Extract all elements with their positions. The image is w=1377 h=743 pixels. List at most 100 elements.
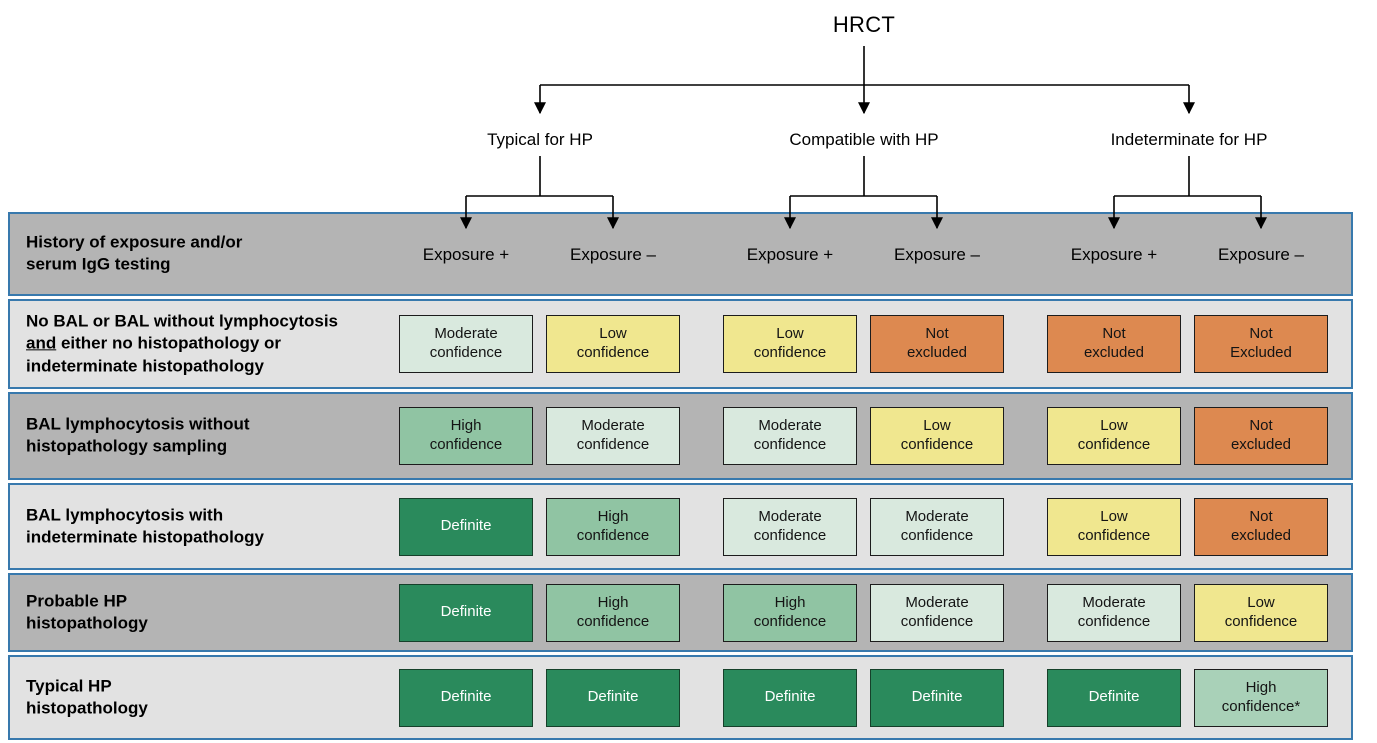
cell-text: confidence [753,526,827,544]
column-header: Exposure + [1070,245,1158,264]
cell-text: confidence [1224,612,1298,630]
column-header: Exposure + [746,245,834,264]
cell-text: Moderate [581,417,645,435]
cell-text: High [450,417,482,435]
column-header: Exposure – [1218,245,1304,264]
cell-text: confidence [900,612,974,630]
row-label: No BAL or BAL without lymphocytosis and … [26,310,371,377]
cell-text: confidence [753,344,827,361]
row-label: Typical HP histopathology [26,676,148,718]
cell-text: Definite [587,688,639,706]
branch-label-compatible: Compatible with HP [789,130,939,149]
cell-text: Not [1249,325,1273,343]
cell-text: Definite [1088,688,1140,706]
corner-header: History of exposure and/or serum IgG tes… [26,232,243,274]
cell-text: Not [1249,507,1273,525]
cell-text: Excluded [1230,344,1292,361]
hrct-root-label: HRCT [832,12,896,37]
cell-text: confidence [576,344,650,361]
flow-connectors [460,46,1267,230]
cell-text: Moderate [1082,593,1146,611]
branch-label-typical: Typical for HP [487,130,593,149]
table-row: BAL lymphocytosis without histopathology… [8,392,1353,480]
cell-text: Definite [440,688,492,706]
row-label-text: No BAL or BAL without lymphocytosis [26,311,338,331]
cell-text: confidence [576,526,650,544]
cell-text: Low [776,325,804,343]
cell-text: excluded [1230,436,1292,453]
cell-text: confidence [576,436,650,453]
table-header-row: History of exposure and/or serum IgG tes… [8,212,1353,296]
row-label: BAL lymphocytosis without histopathology… [26,414,250,456]
cell-text: confidence [576,612,650,630]
cell-text: Low [599,325,627,343]
table-row: No BAL or BAL without lymphocytosis and … [8,299,1353,389]
confidence-cell: Definite [870,668,1004,727]
cell-text: confidence* [1221,697,1301,715]
confidence-cell: Definite [399,497,533,556]
cell-text: confidence [1077,612,1151,630]
cell-text: confidence [753,612,827,630]
cell-text: Moderate [758,417,822,435]
branch-label-indeterminate: Indeterminate for HP [1110,130,1268,149]
cell-text: Moderate [434,325,498,343]
column-header: Exposure – [570,245,656,264]
cell-text: confidence [900,436,974,453]
cell-text: Definite [440,517,492,535]
confidence-cell: Definite [399,583,533,642]
cell-text: Low [1247,593,1275,611]
column-header: Exposure – [894,245,980,264]
cell-text: Definite [440,603,492,621]
row-label: Probable HP histopathology [26,591,148,633]
cell-text: confidence [1077,526,1151,544]
cell-text: High [597,507,629,525]
cell-text: confidence [753,436,827,453]
cell-text: High [774,593,806,611]
cell-text: confidence [1077,436,1151,453]
connector-line [1114,156,1261,197]
table-row: Probable HP histopathology Definite High… [8,573,1353,652]
hp-confidence-table: History of exposure and/or serum IgG tes… [8,212,1353,743]
cell-text: excluded [1230,526,1292,544]
connector-line [466,156,613,197]
cell-text: High [597,593,629,611]
confidence-cell: Definite [1047,668,1181,727]
cell-text: Low [923,417,951,435]
cell-text: Low [1100,507,1128,525]
cell-text: Not [1102,325,1126,343]
hrct-branch-lines [534,46,1195,115]
row-label-underlined: and [26,333,57,353]
cell-text: Definite [764,688,816,706]
row-label-text: either no histopathology or indeterminat… [26,333,282,376]
confidence-cell: Definite [723,668,857,727]
cell-text: Moderate [758,507,822,525]
connector-line [790,156,937,197]
cell-text: Not [1249,417,1273,435]
cell-text: excluded [1083,344,1145,361]
cell-text: High [1245,678,1277,696]
cell-text: Moderate [905,507,969,525]
column-header: Exposure + [422,245,510,264]
